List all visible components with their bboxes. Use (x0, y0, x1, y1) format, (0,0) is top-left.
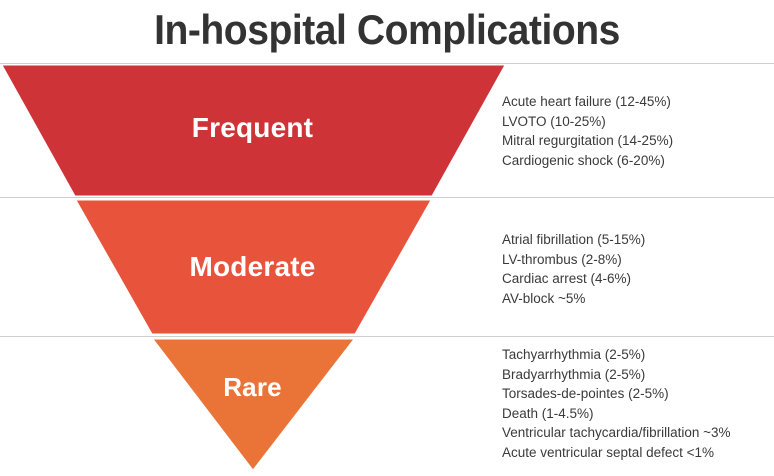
list-item: Mitral regurgitation (14-25%) (502, 133, 674, 148)
funnel-band-rare (151, 338, 356, 471)
complication-list-frequent: Acute heart failure (12-45%) LVOTO (10-2… (502, 92, 673, 170)
band-label-moderate: Moderate (189, 251, 316, 282)
list-item: Bradyarrhythmia (2-5%) (502, 366, 646, 382)
complication-list-moderate: Atrial fibrillation (5-15%) LV-thrombus … (502, 230, 645, 308)
list-item: Cardiogenic shock (6-20%) (502, 152, 665, 168)
list-item: Atrial fibrillation (5-15%) (502, 232, 646, 247)
list-item: Death (1-4.5%) (502, 405, 594, 421)
divider-frequent-moderate (0, 197, 774, 198)
list-item: Acute heart failure (12-45%) (502, 94, 671, 109)
band-label-frequent: Frequent (191, 112, 314, 143)
page-title: In-hospital Complications (154, 6, 620, 53)
list-item: LV-thrombus (2-8%) (502, 251, 622, 267)
list-item: Ventricular tachycardia/fibrillation ~3% (502, 425, 731, 440)
divider-moderate-rare (0, 336, 774, 337)
complication-list-rare: Tachyarrhythmia (2-5%) Bradyarrhythmia (… (502, 345, 731, 462)
list-item: LVOTO (10-25%) (502, 113, 606, 129)
list-item: Tachyarrhythmia (2-5%) (502, 347, 646, 362)
list-item: Cardiac arrest (4-6%) (502, 271, 632, 286)
list-item: Torsades-de-pointes (2-5%) (502, 386, 669, 401)
list-item: AV-block ~5% (502, 290, 586, 306)
divider-top (0, 63, 774, 64)
list-item: Acute ventricular septal defect <1% (502, 444, 714, 460)
band-label-rare: Rare (223, 372, 282, 402)
